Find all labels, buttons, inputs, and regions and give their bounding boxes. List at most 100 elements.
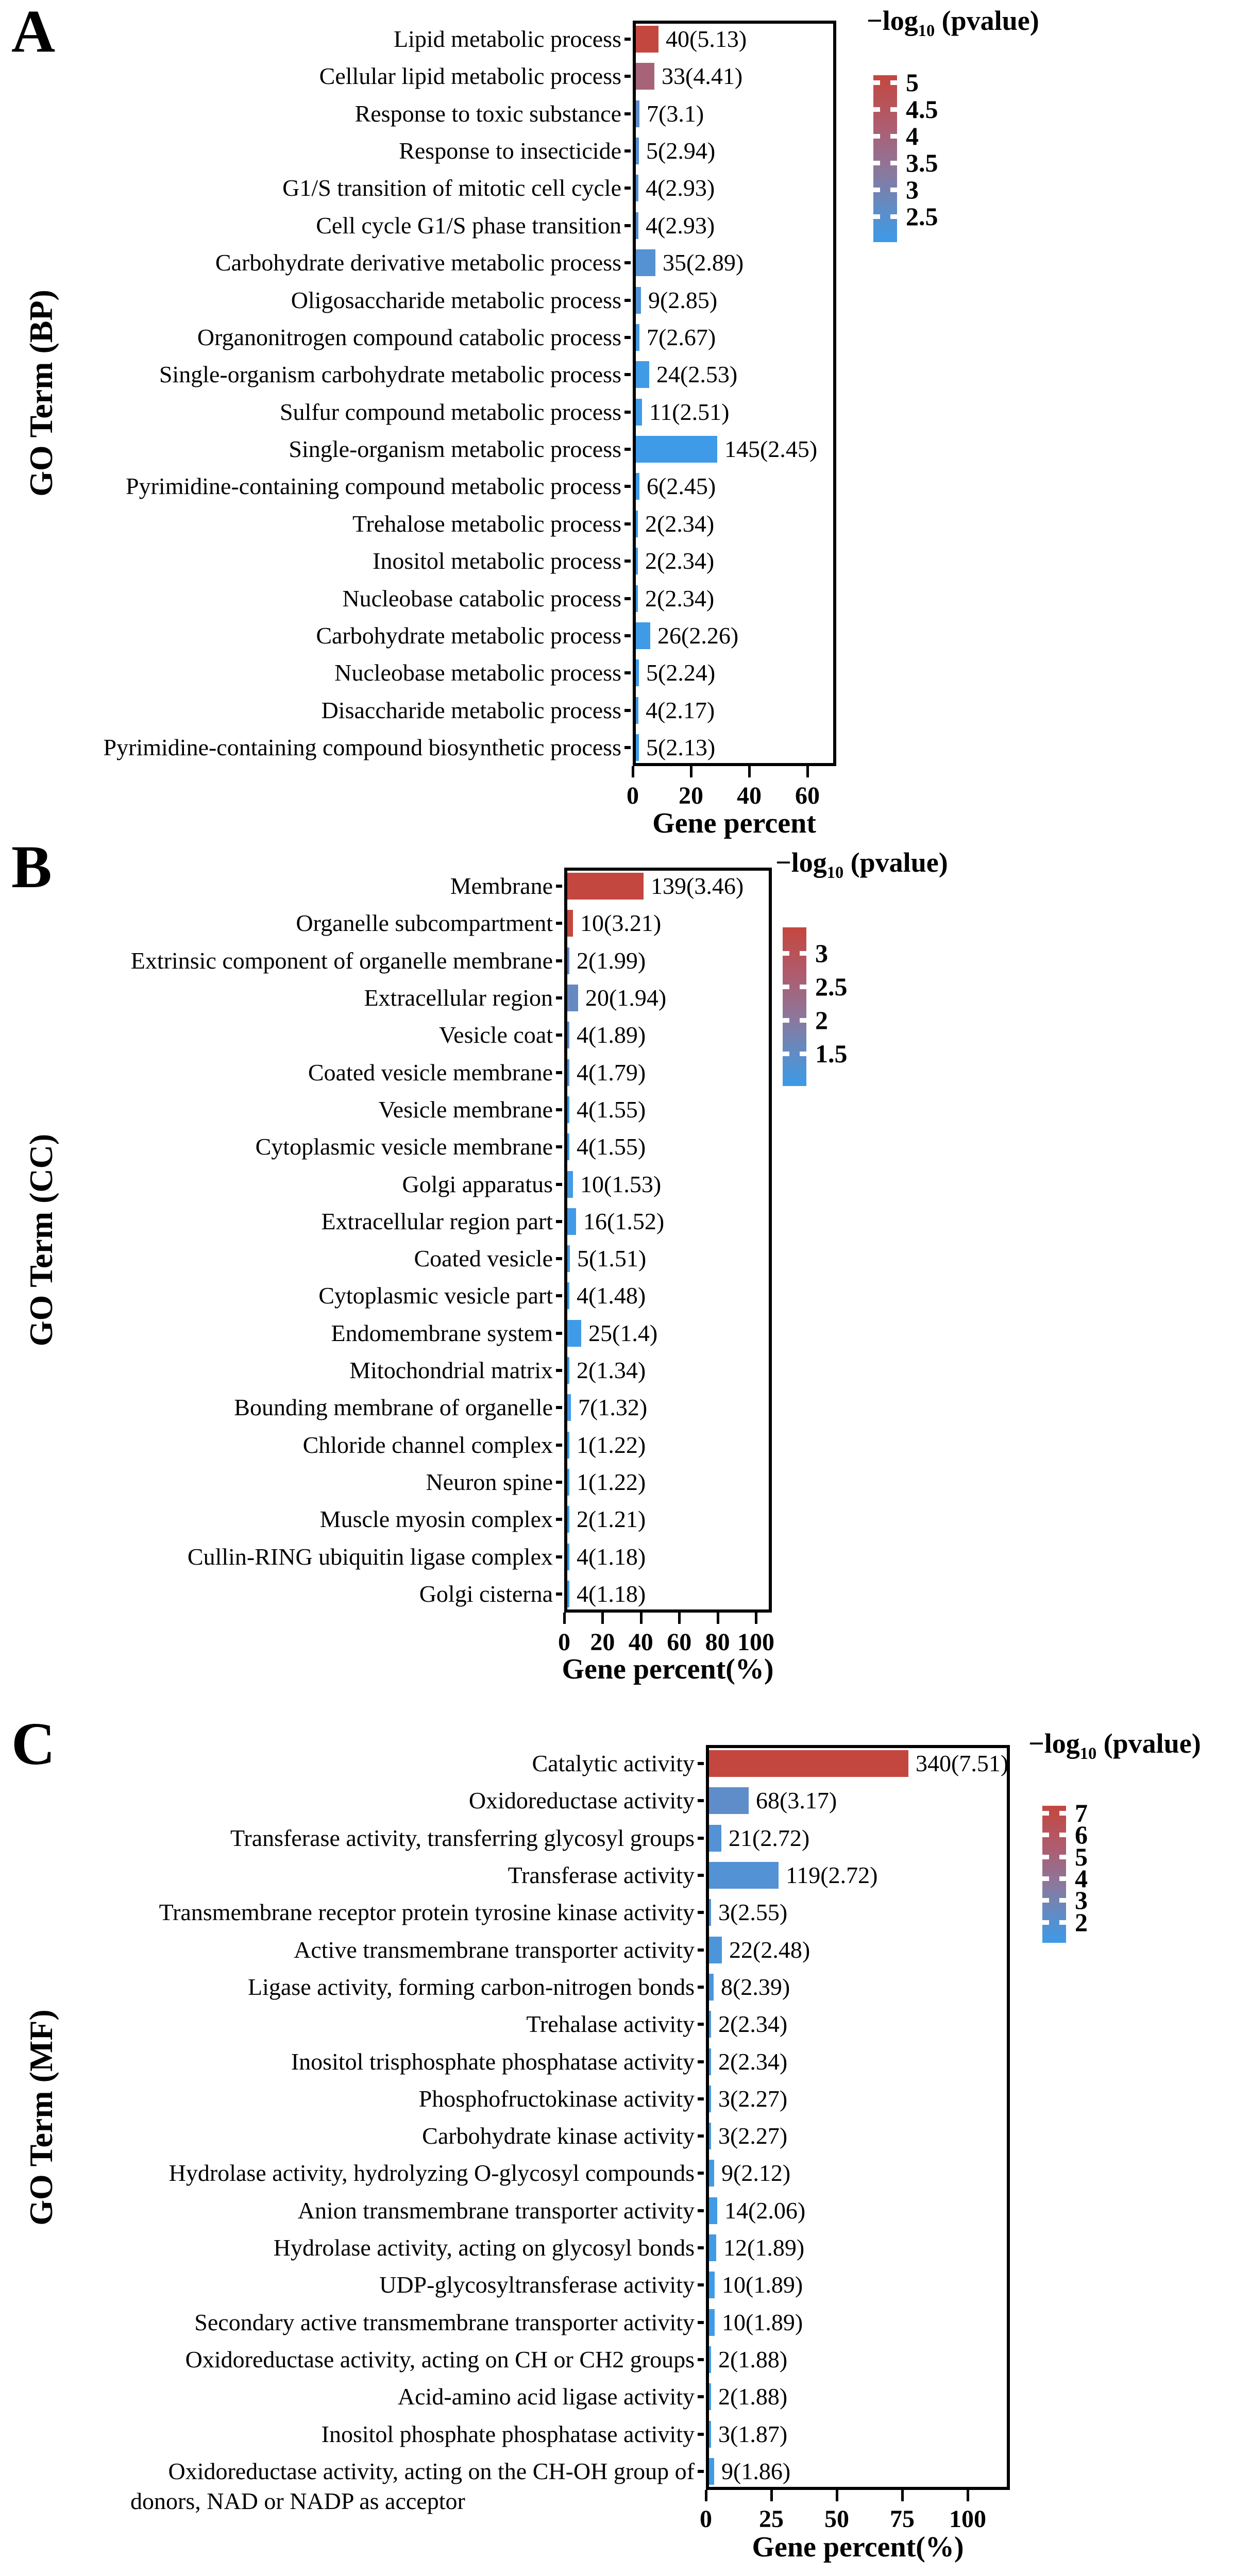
bar-value-label: 14(2.06): [724, 2197, 806, 2224]
category-tick: [556, 1257, 562, 1261]
colorbar-gradient: [873, 75, 897, 242]
x-axis-tick-label: 50: [824, 2505, 849, 2533]
category-label: Nucleobase catabolic process: [342, 585, 621, 612]
bar-value-label: 4(1.48): [577, 1282, 646, 1309]
bar: [636, 622, 650, 649]
category-label: Inositol trisphosphate phosphatase activ…: [291, 2048, 695, 2075]
category-label: Lipid metabolic process: [394, 26, 621, 52]
bar: [709, 1861, 779, 1889]
x-axis-tick: [806, 766, 809, 777]
category-tick: [556, 1145, 562, 1149]
colorbar-tick-label: 5: [906, 67, 919, 97]
colorbar-notch: [1059, 1833, 1066, 1838]
category-tick: [556, 1033, 562, 1037]
category-tick: [556, 1555, 562, 1558]
bar: [636, 734, 639, 761]
category-label: Sulfur compound metabolic process: [279, 398, 621, 425]
bar-value-label: 2(2.34): [718, 2048, 788, 2075]
x-axis-tick-label: 25: [759, 2505, 784, 2533]
bar-value-label: 33(4.41): [662, 63, 743, 90]
bar-value-label: 145(2.45): [724, 436, 818, 463]
x-axis-tick: [639, 1613, 643, 1624]
legend-title-subscript: 10: [826, 863, 844, 882]
category-label: Phosphofructokinase activity: [418, 2085, 695, 2112]
x-axis-tick: [705, 2490, 707, 2501]
colorbar-notch: [890, 80, 897, 85]
category-tick: [698, 2283, 704, 2287]
bar-value-label: 3(2.55): [718, 1899, 788, 1926]
category-tick: [698, 1762, 704, 1765]
x-axis-tick: [748, 766, 751, 777]
bar-value-label: 4(2.93): [646, 212, 715, 239]
category-tick: [624, 224, 631, 227]
x-axis-tick-label: 100: [737, 1629, 774, 1656]
category-tick: [698, 2246, 704, 2250]
colorbar-notch: [800, 1052, 806, 1057]
bar-value-label: 2(2.34): [645, 585, 715, 612]
category-label: Carbohydrate metabolic process: [316, 622, 621, 649]
bar: [567, 984, 578, 1011]
x-axis-tick-label: 100: [949, 2505, 986, 2533]
bar: [636, 473, 639, 500]
bar: [567, 1543, 569, 1570]
category-label: Endomembrane system: [331, 1319, 553, 1346]
bar-value-label: 3(2.27): [718, 2085, 788, 2112]
bar-value-label: 2(1.99): [577, 947, 646, 974]
bar: [567, 1171, 573, 1198]
bar: [709, 2234, 716, 2262]
category-tick: [624, 634, 631, 637]
x-axis-tick-label: 0: [627, 782, 639, 809]
bar: [567, 910, 573, 937]
bar: [636, 100, 639, 127]
plot-area: [633, 21, 836, 766]
colorbar-tick-label: 7: [1075, 1799, 1088, 1828]
colorbar-notch: [890, 187, 897, 192]
bar-value-label: 25(1.4): [588, 1319, 658, 1346]
category-label: Organelle subcompartment: [296, 910, 553, 937]
legend-title: −log10 (pvalue): [1028, 1727, 1201, 1770]
bar-value-label: 5(2.94): [646, 138, 716, 164]
category-tick: [698, 1873, 704, 1877]
colorbar-notch: [890, 107, 897, 112]
category-label: Extracellular region: [364, 984, 553, 1011]
x-axis-tick-label: 0: [700, 2505, 712, 2533]
bar: [567, 1096, 569, 1123]
x-axis-tick: [690, 766, 692, 777]
category-label: Golgi apparatus: [402, 1171, 553, 1197]
category-tick: [624, 448, 631, 451]
bar: [709, 2383, 711, 2411]
category-label: Active transmembrane transporter activit…: [294, 1936, 695, 1963]
panel-letter: A: [11, 0, 56, 65]
colorbar-notch: [800, 1018, 806, 1023]
colorbar-notch: [890, 161, 897, 166]
category-tick: [556, 1182, 562, 1186]
bar-value-label: 9(2.12): [721, 2160, 791, 2187]
category-label: Coated vesicle membrane: [308, 1059, 553, 1086]
bar: [636, 249, 655, 277]
bar-value-label: 12(1.89): [723, 2234, 805, 2261]
x-axis-tick-label: 40: [737, 782, 762, 809]
category-label: Catalytic activity: [532, 1750, 695, 1776]
category-tick: [624, 149, 631, 153]
category-label: Oligosaccharide metabolic process: [291, 286, 621, 313]
colorbar-tick-label: 1.5: [815, 1039, 848, 1069]
bar-value-label: 1(1.22): [577, 1431, 646, 1458]
plot-area: [564, 868, 772, 1613]
x-axis-tick: [678, 1613, 681, 1624]
x-axis-tick: [770, 2490, 773, 2501]
category-label: Extrinsic component of organelle membran…: [130, 947, 553, 974]
category-label: Secondary active transmembrane transport…: [194, 2309, 695, 2335]
bar-value-label: 4(1.18): [577, 1581, 646, 1607]
category-tick: [698, 2358, 704, 2362]
legend-title: −log10 (pvalue): [775, 846, 948, 889]
colorbar-notch: [890, 214, 897, 219]
x-axis-tick: [755, 1613, 757, 1624]
bar-value-label: 4(1.89): [577, 1022, 646, 1048]
category-tick: [698, 2060, 704, 2063]
colorbar-tick-label: 3: [906, 175, 919, 204]
colorbar-notch: [800, 951, 806, 956]
bar: [567, 1208, 576, 1235]
bar-value-label: 2(1.88): [718, 2383, 788, 2410]
bar-value-label: 3(2.27): [718, 2123, 788, 2149]
bar-value-label: 40(5.13): [666, 26, 747, 52]
